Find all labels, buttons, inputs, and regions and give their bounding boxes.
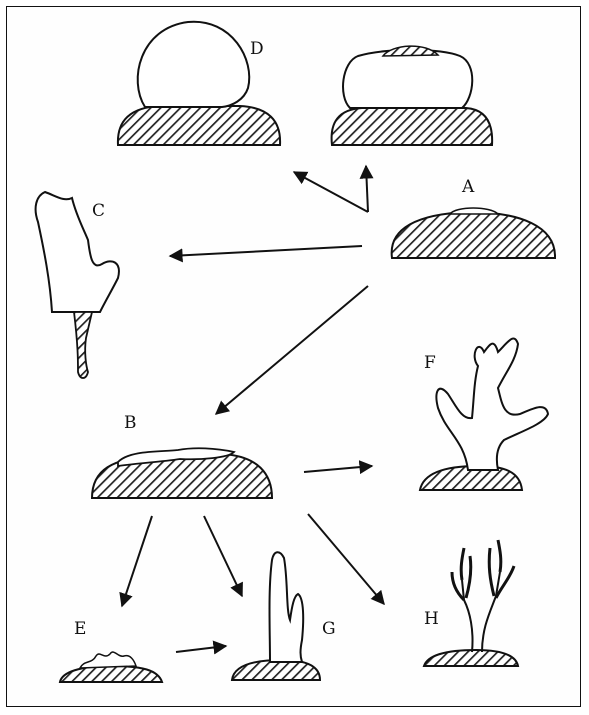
label-f: F — [424, 353, 436, 373]
arrow-a-to-cushion — [366, 166, 368, 212]
label-d: D — [250, 39, 264, 59]
label-a: A — [461, 177, 475, 197]
form-a-tissue — [450, 208, 498, 214]
form-a-base — [392, 212, 555, 258]
form-h-branches — [452, 540, 514, 600]
form-h-base — [424, 650, 518, 666]
form-e — [60, 652, 162, 682]
form-d-cushion-cap — [383, 46, 438, 56]
form-e-bumps — [80, 652, 136, 668]
arrows — [122, 166, 384, 652]
form-h — [424, 540, 518, 666]
arrow-b-to-f — [304, 466, 372, 472]
form-b — [92, 448, 272, 498]
form-f-branches — [436, 339, 548, 470]
form-d-cushion-body — [343, 50, 472, 108]
arrow-a-to-c — [170, 246, 362, 256]
form-g-columns — [270, 552, 304, 662]
label-c: C — [92, 201, 105, 221]
form-c-stalk — [74, 312, 92, 378]
arrow-b-to-h — [308, 514, 384, 604]
label-e: E — [74, 619, 86, 639]
form-c — [36, 192, 119, 378]
arrow-b-to-g — [204, 516, 242, 596]
form-h-stem — [462, 572, 500, 652]
form-d-base — [118, 106, 280, 145]
arrow-e-to-g — [176, 646, 226, 652]
label-g: G — [322, 619, 336, 639]
arrow-b-to-e — [122, 516, 152, 606]
form-d-dome — [138, 22, 250, 107]
label-h: H — [424, 609, 439, 629]
form-g — [232, 552, 320, 680]
form-e-base — [60, 666, 162, 682]
form-d-cushion-base — [332, 108, 493, 145]
form-a — [392, 208, 555, 258]
form-d-cushion — [332, 46, 493, 145]
form-f — [420, 339, 548, 490]
form-c-plate — [36, 192, 119, 312]
arrow-a-to-b — [216, 286, 368, 414]
arrow-a-to-d — [294, 172, 368, 212]
label-b: B — [124, 413, 137, 433]
